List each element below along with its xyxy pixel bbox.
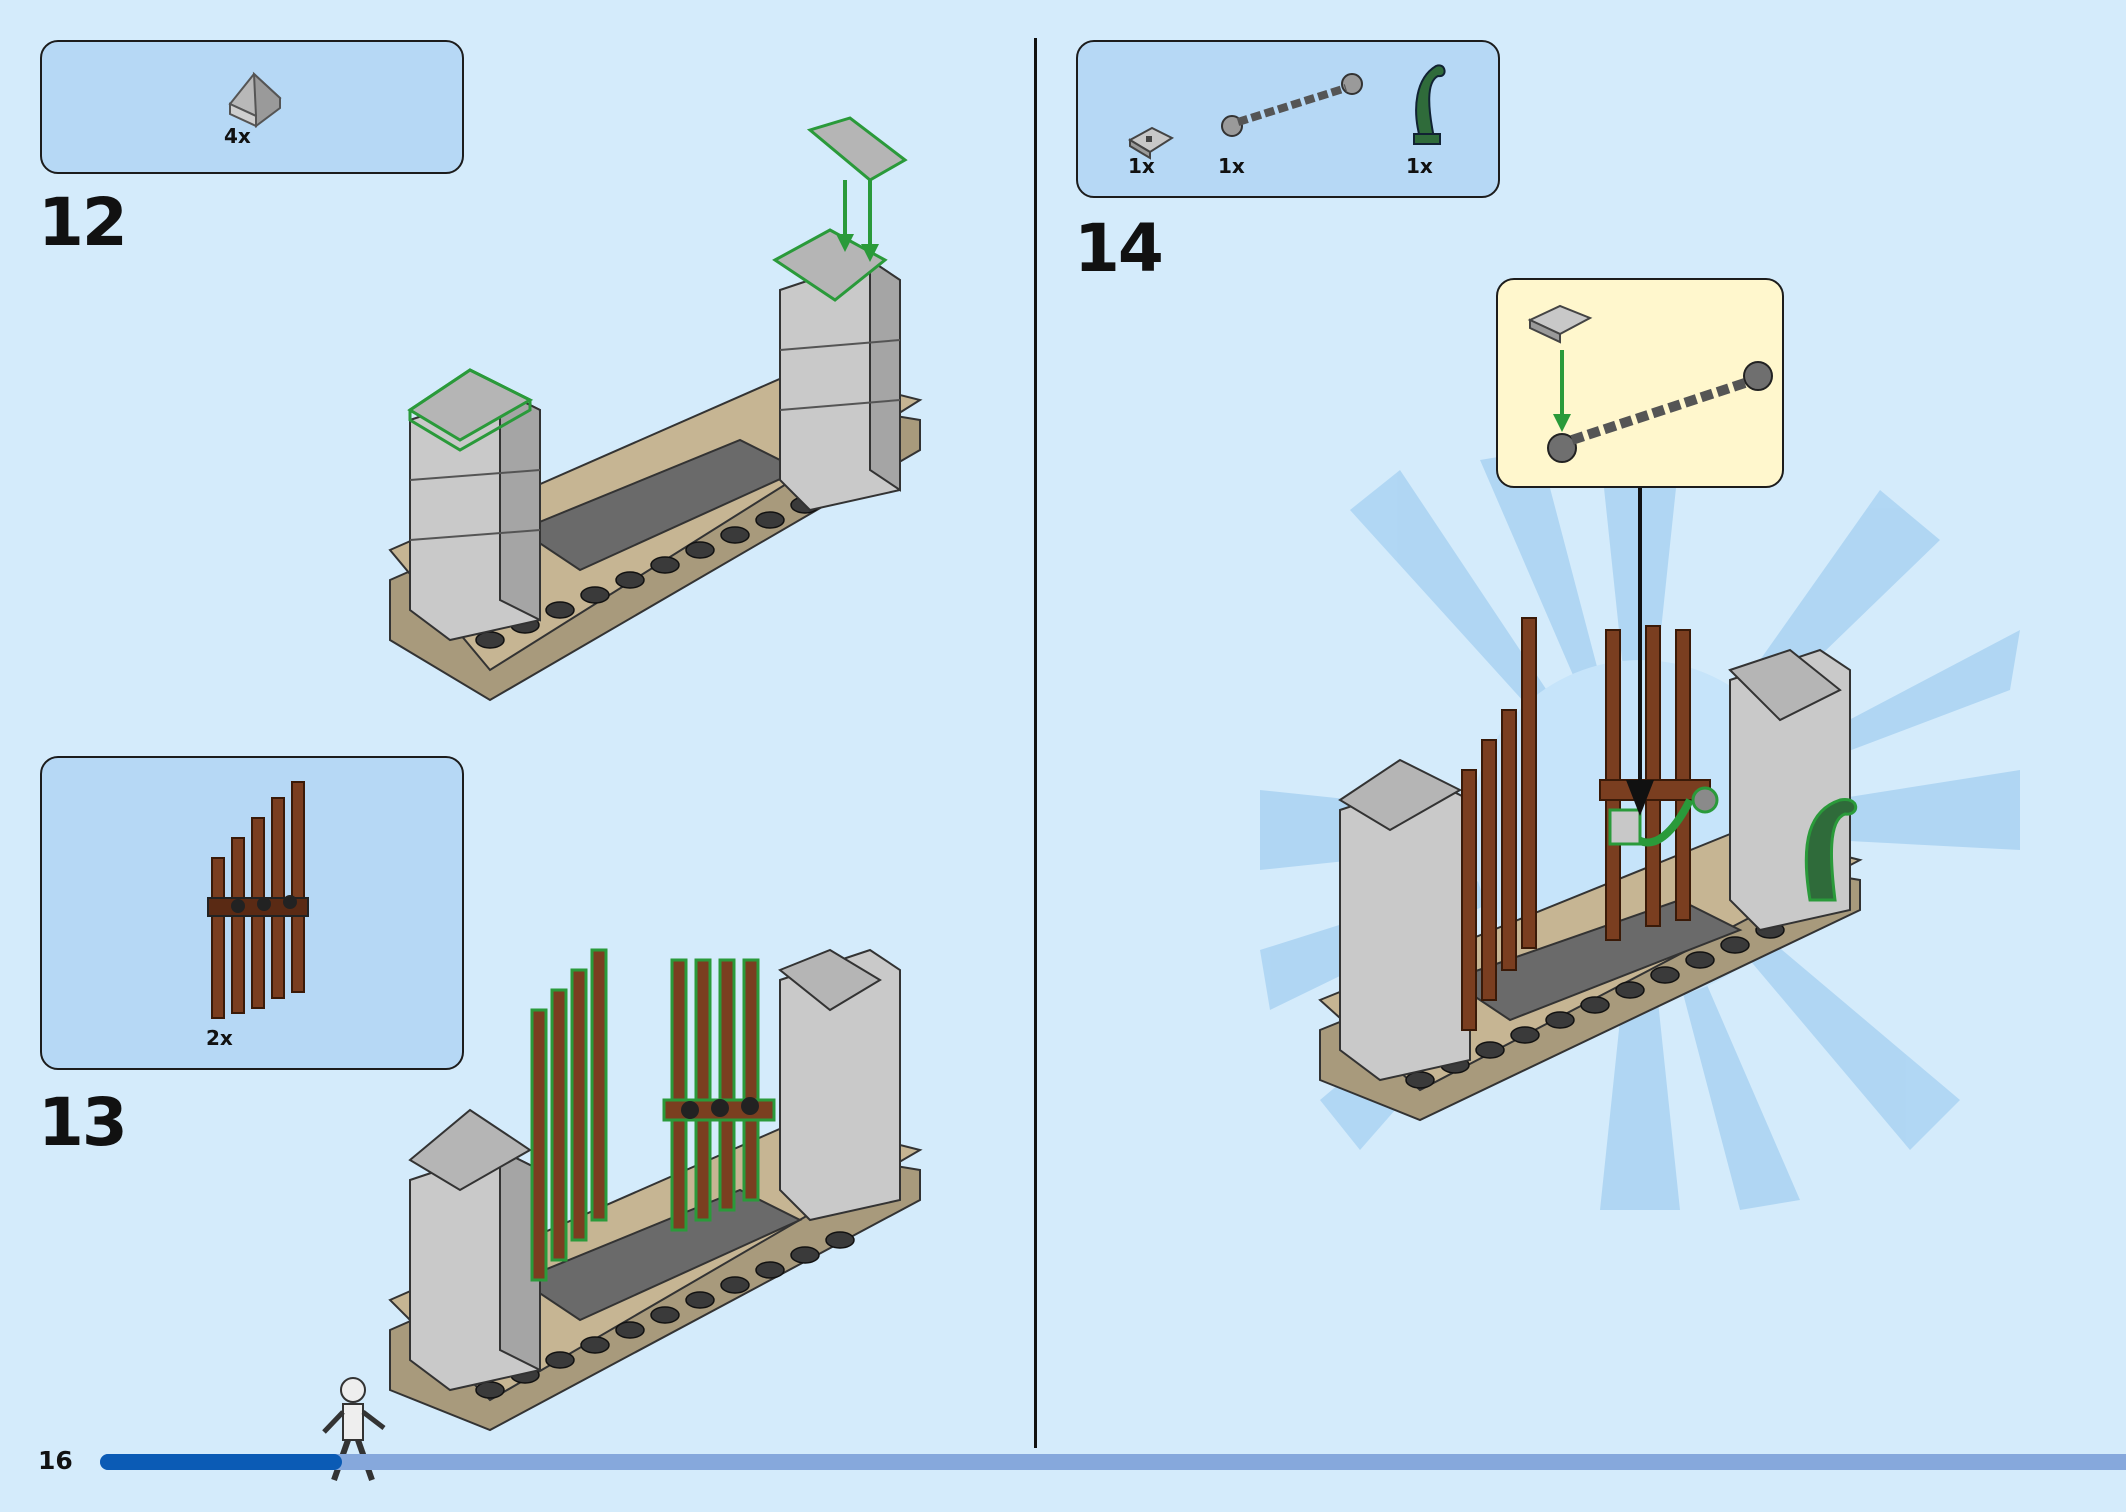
step-12-parts-box: 4x: [40, 40, 464, 174]
lock-to-chain-sub-assembly: [1527, 304, 1773, 463]
progress-track: [100, 1454, 2126, 1470]
step-13-model-illustration: [388, 948, 923, 1432]
sub-assembly-callout: [1496, 278, 1784, 488]
part-qty: 4x: [224, 124, 251, 148]
green-plant-stem-part-icon: [1413, 64, 1446, 145]
step-13-parts-box: 2x: [40, 756, 464, 1070]
part-qty: 1x: [1128, 154, 1155, 178]
step-12-model-illustration: [388, 116, 923, 702]
part-qty: 1x: [1406, 154, 1433, 178]
roof-tile-part-icon: [228, 71, 282, 128]
part-qty: 2x: [206, 1026, 233, 1050]
step-number: 13: [38, 1084, 128, 1161]
step-14-model-illustration: [1318, 617, 1863, 1122]
progress-fill: [100, 1454, 342, 1470]
page-number: 16: [38, 1446, 73, 1475]
step-14-parts-box: 1x 1x 1x: [1076, 40, 1500, 198]
part-qty: 1x: [1218, 154, 1245, 178]
gate-door-part-icon: [207, 781, 309, 1019]
chain-part-icon: [1221, 73, 1363, 137]
lock-tile-part-icon: [1127, 126, 1175, 160]
step-number: 12: [38, 184, 128, 261]
callout-pointer-arrow: [1626, 488, 1654, 816]
page-divider: [1034, 38, 1037, 1448]
skeleton-mascot-icon: [322, 1377, 386, 1481]
step-number: 14: [1074, 210, 1164, 287]
